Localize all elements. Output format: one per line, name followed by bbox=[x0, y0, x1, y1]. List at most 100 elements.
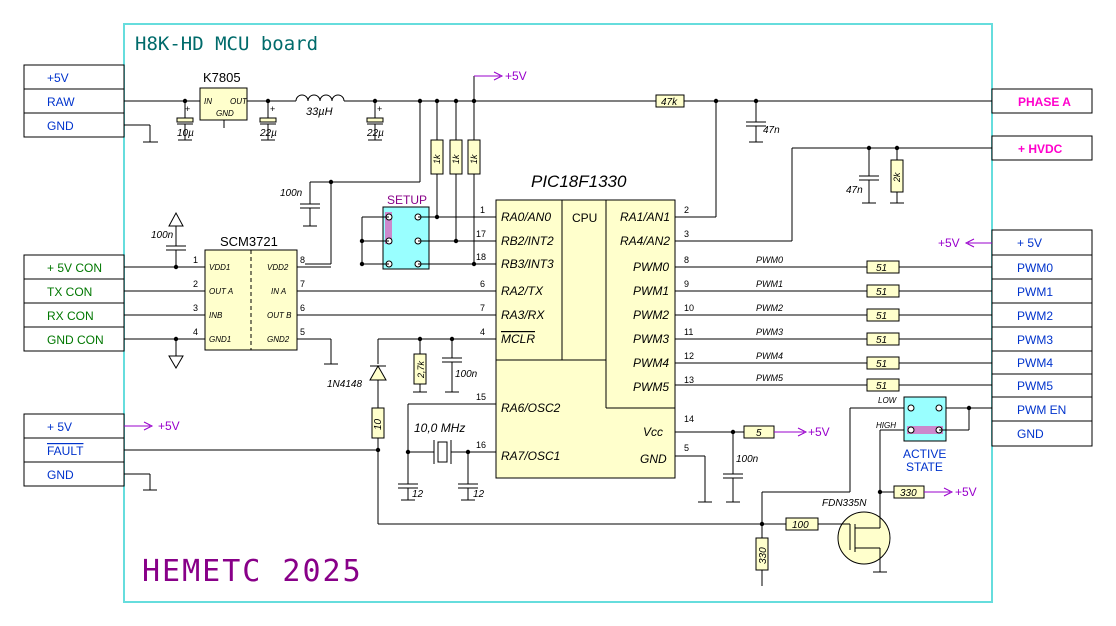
svg-text:18: 18 bbox=[476, 252, 486, 262]
svg-text:RA7/OSC1: RA7/OSC1 bbox=[501, 449, 560, 463]
phase-a-connector bbox=[991, 88, 1093, 114]
isolator-name: SCM3721 bbox=[220, 234, 278, 249]
svg-text:1: 1 bbox=[480, 205, 485, 215]
power-connector: +5V RAW GND bbox=[23, 64, 125, 138]
fault-connector: + 5V FAULT GND bbox=[23, 413, 125, 487]
svg-text:12: 12 bbox=[684, 351, 694, 361]
hvdc-connector bbox=[991, 135, 1093, 161]
mcu-name: PIC18F1330 bbox=[531, 172, 627, 191]
svg-text:GND: GND bbox=[216, 109, 234, 118]
svg-text:8: 8 bbox=[684, 255, 689, 265]
svg-text:14: 14 bbox=[684, 414, 694, 424]
power-connector-gnd-label: GND bbox=[47, 119, 74, 133]
svg-text:IN A: IN A bbox=[271, 287, 286, 296]
signature: HEMETC 2025 bbox=[142, 554, 363, 589]
svg-text:100n: 100n bbox=[455, 369, 478, 380]
fault-gnd-label: GND bbox=[47, 468, 74, 482]
svg-text:RB2/INT2: RB2/INT2 bbox=[501, 234, 554, 248]
svg-text:51: 51 bbox=[876, 311, 887, 322]
svg-text:12: 12 bbox=[412, 489, 424, 500]
pwm-gnd-label: GND bbox=[1017, 427, 1044, 441]
svg-text:330: 330 bbox=[758, 547, 769, 564]
svg-text:5: 5 bbox=[756, 428, 762, 439]
svg-text:PWM2: PWM2 bbox=[756, 303, 783, 313]
svg-text:1k: 1k bbox=[432, 154, 442, 164]
diode-label: 1N4148 bbox=[327, 379, 362, 390]
svg-text:PWM3: PWM3 bbox=[756, 327, 783, 337]
hvdc-label: + HVDC bbox=[1018, 142, 1063, 156]
svg-text:LOW: LOW bbox=[878, 396, 898, 405]
svg-text:7: 7 bbox=[300, 279, 305, 289]
active-state-title-1: ACTIVE bbox=[903, 447, 946, 461]
svg-text:100n: 100n bbox=[280, 188, 303, 199]
svg-text:51: 51 bbox=[876, 381, 887, 392]
svg-text:Vcc: Vcc bbox=[643, 425, 663, 439]
setup-label: SETUP bbox=[387, 193, 427, 207]
comm-5v-label: + 5V CON bbox=[47, 261, 102, 275]
svg-text:7: 7 bbox=[480, 303, 485, 313]
active-state-jumper[interactable]: LOW HIGH ACTIVE STATE bbox=[876, 396, 947, 474]
svg-text:47n: 47n bbox=[846, 185, 863, 196]
svg-text:RB3/INT3: RB3/INT3 bbox=[501, 257, 554, 271]
pwm2-label: PWM2 bbox=[1017, 309, 1053, 323]
inductor: 33µH bbox=[295, 94, 345, 118]
pwm3-label: PWM3 bbox=[1017, 333, 1053, 347]
top-5v-label: +5V bbox=[505, 69, 527, 83]
svg-text:2: 2 bbox=[193, 279, 198, 289]
crystal-label: 10,0 MHz bbox=[414, 421, 465, 435]
fault-label: FAULT bbox=[47, 444, 84, 458]
svg-text:RA0/AN0: RA0/AN0 bbox=[501, 210, 551, 224]
svg-text:+: + bbox=[185, 104, 190, 114]
svg-text:+5V: +5V bbox=[938, 236, 960, 250]
cap-22u-b-label: 22µ bbox=[366, 128, 384, 139]
svg-text:6: 6 bbox=[480, 279, 485, 289]
svg-text:10: 10 bbox=[373, 418, 384, 430]
svg-text:+5V: +5V bbox=[955, 485, 977, 499]
svg-text:47n: 47n bbox=[763, 125, 780, 136]
regulator-name: K7805 bbox=[203, 70, 241, 85]
svg-text:PWM0: PWM0 bbox=[756, 255, 783, 265]
svg-text:RA3/RX: RA3/RX bbox=[501, 308, 545, 322]
svg-text:OUT: OUT bbox=[230, 97, 248, 106]
svg-text:PWM5: PWM5 bbox=[756, 373, 784, 383]
svg-text:PWM0: PWM0 bbox=[633, 260, 669, 274]
svg-text:1: 1 bbox=[193, 255, 198, 265]
svg-text:PWM1: PWM1 bbox=[633, 284, 669, 298]
svg-text:4: 4 bbox=[480, 327, 485, 337]
svg-text:PWM1: PWM1 bbox=[756, 279, 783, 289]
svg-text:+: + bbox=[377, 104, 382, 114]
svg-text:2: 2 bbox=[684, 205, 689, 215]
svg-text:OUT A: OUT A bbox=[209, 287, 233, 296]
svg-text:PWM4: PWM4 bbox=[633, 356, 669, 370]
svg-text:2k: 2k bbox=[892, 172, 902, 183]
phase-a-label: PHASE A bbox=[1018, 95, 1071, 109]
svg-text:12: 12 bbox=[473, 489, 485, 500]
pwm1-label: PWM1 bbox=[1017, 285, 1053, 299]
svg-text:GND2: GND2 bbox=[267, 335, 290, 344]
comm-connector: + 5V CON TX CON RX CON GND CON bbox=[23, 254, 125, 352]
svg-text:330: 330 bbox=[900, 488, 917, 499]
svg-text:3: 3 bbox=[684, 229, 689, 239]
svg-text:RA6/OSC2: RA6/OSC2 bbox=[501, 401, 561, 415]
svg-text:6: 6 bbox=[300, 303, 305, 313]
mcu-cpu-label: CPU bbox=[572, 211, 597, 225]
setup-jumper[interactable]: SETUP bbox=[382, 193, 430, 270]
mosfet-fdn335n: FDN335N bbox=[822, 492, 891, 573]
comm-tx-label: TX CON bbox=[47, 285, 92, 299]
mcu-pic18f1330: PIC18F1330 CPU RA0/AN0 RB2/INT2 RB3/INT3… bbox=[476, 172, 694, 479]
svg-text:2,7k: 2,7k bbox=[416, 360, 426, 379]
power-connector-5v-label: +5V bbox=[47, 71, 69, 85]
svg-text:5: 5 bbox=[300, 327, 305, 337]
isolator-scm3721: SCM3721 VDD1 OUT A INB GND1 VDD2 IN A OU… bbox=[193, 234, 305, 351]
mosfet-label: FDN335N bbox=[822, 498, 867, 509]
cap-10u-label: 10µ bbox=[177, 128, 194, 139]
svg-text:3: 3 bbox=[193, 303, 198, 313]
board-title: H8K-HD MCU board bbox=[135, 33, 318, 55]
svg-text:RA4/AN2: RA4/AN2 bbox=[620, 234, 670, 248]
svg-text:IN: IN bbox=[204, 97, 212, 106]
svg-text:10: 10 bbox=[684, 303, 694, 313]
cap-22u-a-label: 22µ bbox=[259, 128, 277, 139]
svg-text:VDD1: VDD1 bbox=[209, 263, 230, 272]
pwm0-label: PWM0 bbox=[1017, 261, 1053, 275]
